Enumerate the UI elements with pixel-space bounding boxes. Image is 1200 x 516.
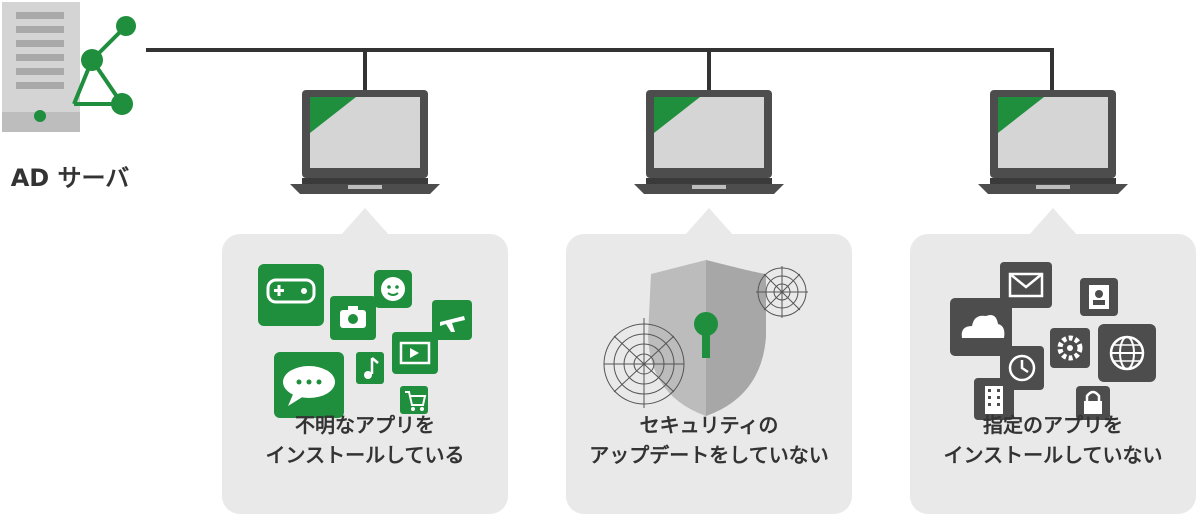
caption-line-1: 不明なアプリを — [295, 413, 435, 437]
lock-icon — [1076, 386, 1110, 420]
laptop-icon — [290, 90, 440, 194]
caption-line-2: アップデートをしていない — [589, 443, 829, 467]
laptop-icon — [978, 90, 1128, 194]
emoji-icon — [374, 270, 412, 308]
shield-icon — [603, 260, 808, 416]
caption-line-2: インストールしていない — [943, 443, 1163, 467]
caption: セキュリティの アップデートをしていない — [566, 410, 852, 470]
caption-line-1: セキュリティの — [639, 413, 779, 437]
network-line — [146, 48, 1054, 90]
gear-icon — [1050, 328, 1090, 368]
speech-bubble: セキュリティの アップデートをしていない — [566, 204, 852, 514]
video-icon — [392, 332, 438, 374]
cloud-icon — [950, 298, 1012, 356]
music-note-icon — [356, 352, 384, 384]
speech-bubble: 不明なアプリを インストールしている — [222, 204, 508, 514]
caption: 指定のアプリを インストールしていない — [910, 410, 1196, 470]
cobweb-icon — [603, 318, 685, 408]
cobweb-icon — [756, 266, 808, 318]
contact-book-icon — [1080, 278, 1118, 316]
network-nodes-icon — [72, 16, 136, 115]
shopping-cart-icon — [400, 386, 428, 414]
caption: 不明なアプリを インストールしている — [222, 410, 508, 470]
app-icons-group — [950, 262, 1156, 420]
server-icon — [2, 2, 80, 132]
server-label: AD サーバ — [10, 164, 130, 192]
globe-icon — [1098, 324, 1156, 382]
chat-icon — [274, 352, 344, 418]
mail-icon — [1000, 262, 1052, 308]
gamepad-icon — [258, 264, 324, 326]
laptop-icon — [634, 90, 784, 194]
caption-line-1: 指定のアプリを — [983, 413, 1123, 437]
server — [0, 0, 140, 140]
caption-line-2: インストールしている — [265, 443, 465, 467]
camera-icon — [330, 296, 376, 340]
speech-bubble: 指定のアプリを インストールしていない — [910, 204, 1196, 514]
plane-icon — [432, 300, 472, 340]
building-icon — [974, 378, 1014, 420]
app-icons-group — [258, 264, 472, 418]
